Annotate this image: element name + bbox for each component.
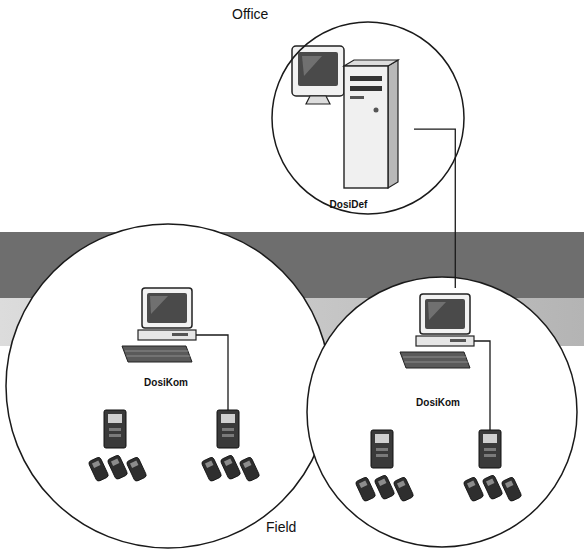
field-computer-left [122,288,196,362]
field-circle: Field DosiKom [240,276,580,550]
server-computer: DosiDef [283,38,414,210]
reader-wire [196,335,228,410]
dosimeter [393,477,414,502]
dosimeter [88,457,109,482]
reader-device [104,410,126,448]
reader-device [479,430,501,468]
computer-label: DosiKom [116,377,216,389]
dosimeter [501,477,522,502]
field-circle-left [6,224,330,548]
dosimeter [374,475,395,500]
reader-device [371,430,393,468]
field-computer-right [400,294,474,368]
dosimeter [239,457,260,482]
dosimeter [107,455,128,480]
dosimeter [355,477,376,502]
circle-outline [240,276,580,550]
region-title: Office [232,6,268,22]
circle-outline [228,4,468,220]
network-link [414,129,455,288]
dosimeter [482,475,503,500]
dosimeter [220,455,241,480]
region-title: Field [266,519,296,535]
office-monitor [292,46,344,104]
dosimeter [463,477,484,502]
reader-wire [474,341,490,430]
office-tower [344,60,398,188]
office-circle: OfficeDosiDef [228,4,468,220]
field-computer: DosiKom [116,282,216,388]
dosimeter [201,457,222,482]
office-circle-fill [272,22,464,214]
circle-outline [272,22,464,214]
field-computer: DosiKom [390,288,486,408]
computer-label: DosiKom [390,397,486,409]
circle-outline [307,277,577,547]
computer-label: DosiDef [283,199,414,211]
field-circle-fill [307,277,577,547]
dosimeter [126,457,147,482]
reader-device [217,410,239,448]
